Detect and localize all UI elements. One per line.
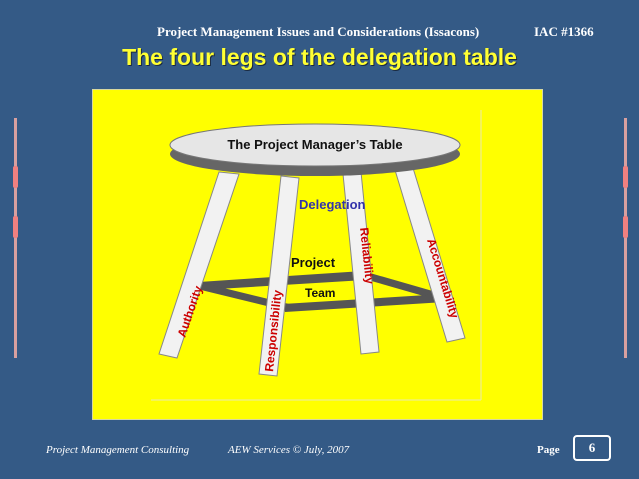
team-label: Team [305, 286, 335, 300]
right-crossbar [361, 271, 443, 301]
page-label: Page [537, 444, 560, 456]
tabletop-label: The Project Manager’s Table [227, 137, 402, 152]
slide-title: The four legs of the delegation table [122, 44, 517, 70]
tabletop-surface [169, 123, 461, 167]
left-crossbar [197, 282, 289, 311]
course-title: Project Management Issues and Considerat… [157, 24, 480, 39]
reliability-label: Reliability [357, 227, 377, 285]
table-drawing: The Project Manager’s Table Delegation P… [151, 110, 482, 401]
course-code: IAC #1366 [534, 24, 594, 39]
leg-authority [158, 171, 240, 359]
delegation-table-illustration: The Project Manager’s Table Delegation P… [92, 89, 543, 420]
right-decorative-bar [623, 118, 628, 358]
footer-copyright: AEW Services © July, 2007 [228, 444, 350, 456]
delegation-label: Delegation [299, 197, 366, 212]
left-decorative-bar [13, 118, 18, 358]
page-number: 6 [573, 435, 611, 461]
project-label: Project [291, 255, 336, 270]
footer-company: Project Management Consulting [46, 444, 190, 456]
leg-responsibility [258, 175, 300, 377]
